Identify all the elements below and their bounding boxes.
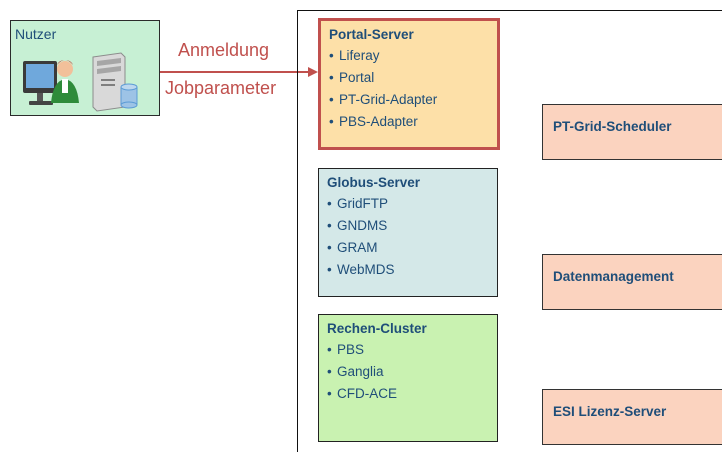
bullet-icon: •	[327, 364, 332, 379]
user-title: Nutzer	[15, 26, 57, 42]
datenmanagement-box: Datenmanagement	[542, 254, 722, 310]
list-item: •PBS	[327, 339, 489, 361]
list-item: •CFD-ACE	[327, 383, 489, 405]
list-item: •PT-Grid-Adapter	[329, 89, 489, 111]
portal-server-list: •Liferay •Portal •PT-Grid-Adapter •PBS-A…	[329, 45, 489, 133]
bullet-icon: •	[327, 218, 332, 233]
monitor-icon	[23, 61, 57, 105]
list-item: •Ganglia	[327, 361, 489, 383]
rechen-cluster-title: Rechen-Cluster	[327, 321, 427, 336]
list-item: •GRAM	[327, 237, 489, 259]
system-container	[297, 10, 722, 452]
globus-server-card: Globus-Server •GridFTP •GNDMS •GRAM •Web…	[318, 168, 498, 297]
login-arrow	[160, 67, 318, 77]
user-workstation-illustration	[23, 52, 138, 112]
bullet-icon: •	[327, 262, 332, 277]
bullet-icon: •	[327, 196, 332, 211]
globus-server-title: Globus-Server	[327, 175, 421, 190]
bullet-icon: •	[329, 92, 334, 107]
database-icon	[120, 83, 138, 109]
rechen-cluster-list: •PBS •Ganglia •CFD-ACE	[327, 339, 489, 405]
list-item: •Liferay	[329, 45, 489, 67]
portal-server-title: Portal-Server	[329, 27, 414, 42]
bullet-icon: •	[327, 342, 332, 357]
bullet-icon: •	[327, 240, 332, 255]
pt-grid-scheduler-box: PT-Grid-Scheduler	[542, 104, 722, 160]
globus-server-list: •GridFTP •GNDMS •GRAM •WebMDS	[327, 193, 489, 281]
list-item: •GridFTP	[327, 193, 489, 215]
bullet-icon: •	[329, 114, 334, 129]
bullet-icon: •	[329, 70, 334, 85]
server-tower-icon	[92, 52, 126, 112]
esi-lizenz-server-box: ESI Lizenz-Server	[542, 389, 722, 445]
portal-server-card: Portal-Server •Liferay •Portal •PT-Grid-…	[318, 18, 500, 150]
bullet-icon: •	[327, 386, 332, 401]
rechen-cluster-card: Rechen-Cluster •PBS •Ganglia •CFD-ACE	[318, 314, 498, 442]
arrow-label-jobparams: Jobparameter	[165, 78, 277, 98]
list-item: •GNDMS	[327, 215, 489, 237]
person-icon	[51, 60, 79, 103]
user-box: Nutzer	[10, 20, 160, 116]
list-item: •WebMDS	[327, 259, 489, 281]
list-item: •Portal	[329, 67, 489, 89]
arrow-label-login: Anmeldung	[178, 40, 270, 60]
bullet-icon: •	[329, 48, 334, 63]
list-item: •PBS-Adapter	[329, 111, 489, 133]
